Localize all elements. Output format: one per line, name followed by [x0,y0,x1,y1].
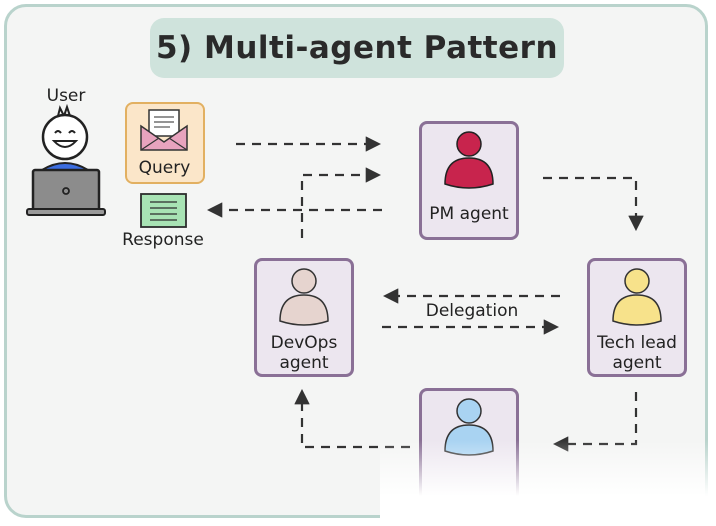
devops-agent-label-line2: agent [279,353,329,373]
response-label: Response [122,230,204,250]
title-box: 5) Multi-agent Pattern [150,18,564,78]
techlead-agent-label-line1: Tech lead [597,333,677,353]
envelope-icon [140,109,188,151]
techlead-agent-icon [612,268,662,326]
delegation-label: Delegation [425,301,519,321]
query-label: Query [138,158,191,178]
devops-agent-label-line1: DevOps [270,333,338,353]
devops-agent-icon [279,268,329,326]
techlead-agent-label-line2: agent [612,353,662,373]
pm-agent-icon [444,131,494,189]
bottom-fade-overlay [380,440,716,526]
user-label: User [46,86,86,106]
pm-agent-card: PM agent [419,121,519,240]
pm-agent-label: PM agent [429,204,509,224]
page-title: 5) Multi-agent Pattern [155,30,559,66]
query-card: Query [125,102,205,184]
devops-agent-card: DevOps agent [254,258,354,377]
techlead-agent-card: Tech lead agent [587,258,687,377]
